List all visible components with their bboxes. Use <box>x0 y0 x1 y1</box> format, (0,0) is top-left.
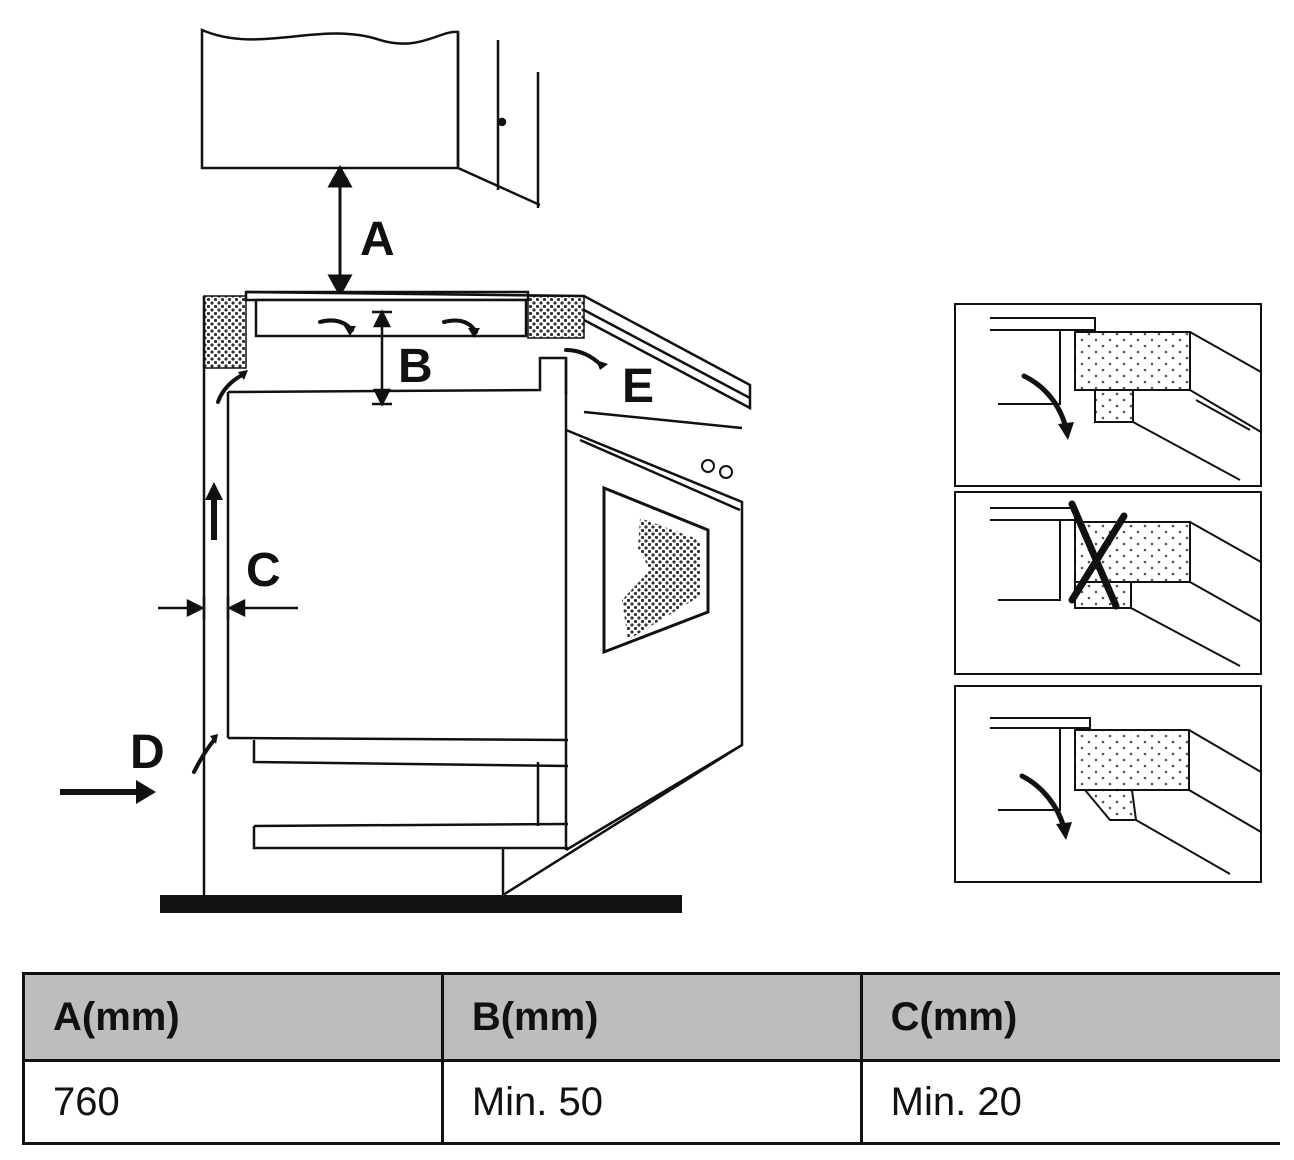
detail-panel-correct-2 <box>954 685 1262 883</box>
detail-panel-correct-1 <box>954 303 1262 487</box>
dimension-d-arrow <box>60 780 156 804</box>
wall-gap-up-arrow <box>205 482 223 540</box>
label-e: E <box>622 360 654 413</box>
airflow-arrowheads <box>210 326 608 744</box>
wall-cabinet <box>200 28 541 208</box>
header-b: B(mm) <box>440 972 863 1062</box>
label-a: A <box>360 213 395 266</box>
label-c: C <box>246 544 281 597</box>
value-a: 760 <box>22 1059 444 1145</box>
value-b: Min. 50 <box>440 1059 863 1145</box>
hob-top <box>244 290 752 411</box>
table-row: 760 Min. 50 Min. 20 <box>22 1059 1280 1145</box>
cross-mark-2 <box>1068 512 1128 604</box>
oven-window <box>602 485 710 655</box>
detail-panel-incorrect <box>954 491 1262 675</box>
table-header-row: A(mm) B(mm) C(mm) <box>22 972 1280 1062</box>
header-c: C(mm) <box>859 972 1280 1062</box>
label-d: D <box>130 726 165 779</box>
oven-knob-1 <box>701 459 715 473</box>
floor <box>160 895 682 913</box>
oven-knob-2 <box>719 465 733 479</box>
dimension-b-arrow <box>372 309 392 407</box>
cross-mark-1 <box>1068 500 1120 610</box>
installation-diagram: A B <box>60 28 1262 913</box>
label-b: B <box>398 340 433 393</box>
dimension-a-arrow <box>327 164 353 298</box>
insulation-right <box>527 295 585 339</box>
dimension-table: A(mm) B(mm) C(mm) 760 Min. 50 Min. 20 <box>22 972 1280 1145</box>
value-c: Min. 20 <box>859 1059 1280 1145</box>
header-a: A(mm) <box>22 972 444 1062</box>
dimension-c-arrow <box>158 596 298 620</box>
insulation-left <box>203 295 247 369</box>
